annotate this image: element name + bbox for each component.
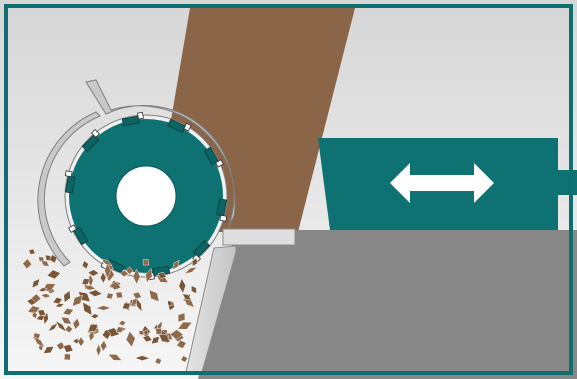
wood-chip [157,271,167,279]
wood-chip [95,305,112,311]
wood-chip [134,355,151,361]
wood-chip [72,317,81,330]
wood-chip [55,320,67,333]
wood-chip [32,335,46,349]
wood-chip [142,259,150,266]
wood-chip [100,271,107,284]
wood-chip [104,262,111,279]
wood-chip [119,269,129,278]
wood-chip [63,290,71,303]
wood-chip [95,343,102,357]
wood-chip [181,293,192,301]
wood-chip [31,278,40,289]
wood-chip [49,254,58,264]
wood-chip [172,259,180,270]
wood-chip [169,329,184,340]
wood-chip [178,278,186,294]
frame-border [4,4,573,375]
rotor-knife [68,224,89,246]
wood-chip [31,311,38,319]
rotor-knife [81,128,100,153]
wood-chip [183,266,198,275]
double-headed-arrow-icon [390,163,494,203]
wood-chip [40,293,52,299]
wood-chip [81,278,90,285]
wood-chip [132,291,142,299]
wood-chip [138,330,144,336]
rotor-housing [85,79,236,229]
wood-chip [43,346,55,354]
base-block [198,230,577,379]
wood-chip [177,312,186,323]
wood-chip [83,285,97,291]
wood-chips [22,248,198,365]
wood-chip [54,303,65,308]
rotor-knife [64,170,76,194]
wood-chip [109,281,122,291]
rotor-knife [121,111,144,127]
wood-chip [72,294,83,307]
anvil-block [222,228,296,246]
wood-chip [26,297,38,306]
wood-chip [63,344,74,353]
wood-chip [132,268,141,285]
wood-chip [177,321,193,330]
wood-chip [87,273,94,288]
rotor-housing-left [37,111,101,267]
wood-chip [176,339,187,349]
wood-chip [191,257,198,267]
wood-chip [145,267,153,283]
wood-chip [56,341,66,351]
wood-chip [81,260,89,270]
wood-chip [142,335,153,343]
rotor-hub [115,165,177,227]
wood-chip [43,311,49,325]
wood-chip [46,269,61,280]
wood-chip [154,357,162,365]
wood-chip [180,355,188,363]
wood-chip [62,308,74,316]
wood-chip [143,329,149,336]
wood-chip [107,354,123,361]
wood-chip [158,334,171,343]
rotor-knife [167,118,192,133]
wood-chip [115,291,123,299]
discharge-chute [185,245,237,373]
wood-chip [102,329,112,340]
wood-chip [30,293,42,304]
rotor-knife [203,146,224,168]
wood-chip [38,287,48,292]
wood-chip [22,258,32,270]
wood-chip [191,285,197,294]
wood-chip [105,292,114,300]
wood-chip [101,258,113,266]
wood-chip [100,340,108,352]
rotor-knife [216,198,228,222]
wood-chip [115,326,124,333]
wood-chip [64,353,71,361]
wood-chip [167,300,173,306]
wood-chip [125,266,134,275]
wood-chip [122,302,131,310]
wood-chip [118,320,127,327]
wood-chip [148,289,160,302]
wood-chip [28,248,36,255]
wood-chip [82,301,93,316]
wood-chip [183,297,195,308]
wood-chip [87,289,103,297]
wood-chip [90,313,100,319]
rotor-knives [64,111,228,281]
wood-chip [40,260,50,267]
wood-chip [135,297,143,313]
wood-chip [87,269,100,277]
wood-chip [87,324,99,332]
wood-chip [60,316,72,325]
wood-chip [156,275,169,283]
wood-chip [27,305,41,314]
wood-chip [77,336,85,347]
wood-chip [52,297,63,305]
wood-chip [125,330,136,348]
